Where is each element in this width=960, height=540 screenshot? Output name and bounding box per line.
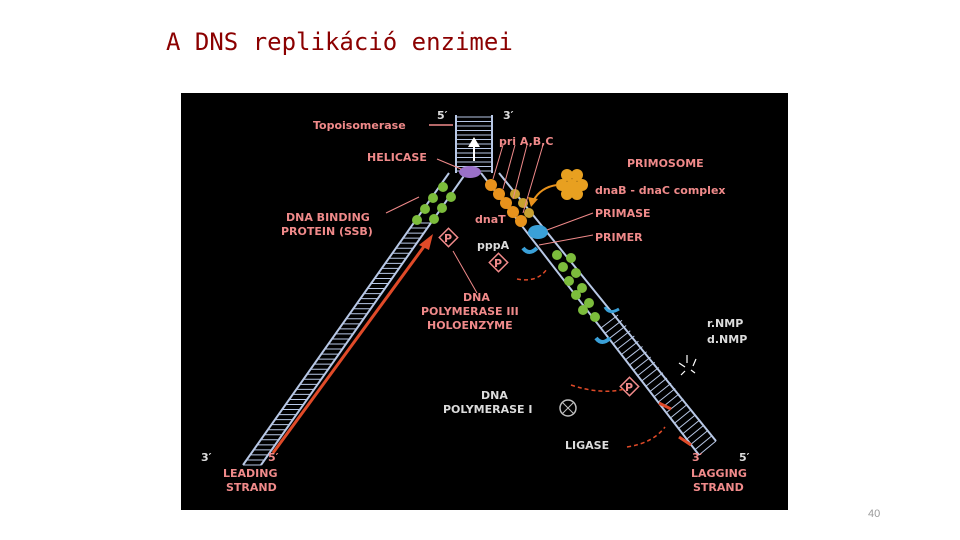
label-5prime-top: 5′ — [437, 109, 448, 122]
ssb-dot — [412, 215, 422, 225]
ssb-dot — [571, 290, 581, 300]
label-pol3-1: DNA — [463, 291, 490, 304]
pri-protein — [515, 215, 527, 227]
dnat-dot — [524, 208, 534, 218]
label-primer: PRIMER — [595, 231, 643, 244]
ssb-dot — [571, 268, 581, 278]
primer-icon — [596, 338, 610, 342]
base-pair-rung — [691, 431, 708, 445]
primer-icon — [523, 248, 537, 252]
pri-protein — [507, 206, 519, 218]
ssb-dot — [428, 193, 438, 203]
ssb-dot — [566, 253, 576, 263]
ssb-dot — [429, 214, 439, 224]
base-pair-rung — [687, 425, 704, 439]
ssb-proteins-lagging — [552, 250, 600, 322]
lagging-primer-icon — [605, 307, 619, 312]
helicase-icon — [459, 166, 481, 178]
label-pol1-2: POLYMERASE I — [443, 403, 532, 416]
primer-pointer — [539, 235, 593, 245]
ssb-pointer — [386, 197, 419, 213]
pol1-arrow — [571, 385, 625, 391]
complex-arrow — [533, 185, 557, 201]
label-p-2: P — [494, 257, 502, 270]
diagram-canvas: Topoisomerase 5′ 3′ pri A,B,C HELICASE P… — [181, 93, 788, 510]
nucleotide-burst-icon — [679, 355, 696, 375]
page-number: 40 — [868, 508, 880, 520]
label-3prime-left: 3′ — [201, 451, 212, 464]
replication-fork-diagram: Topoisomerase 5′ 3′ pri A,B,C HELICASE P… — [181, 93, 788, 510]
label-leading-2: STRAND — [226, 481, 277, 494]
ssb-dot — [558, 262, 568, 272]
label-primase: PRIMASE — [595, 207, 651, 220]
label-3prime-right: 3′ — [692, 451, 703, 464]
label-rnmp: r.NMP — [707, 317, 743, 330]
slide-title: A DNS replikáció enzimei — [166, 28, 513, 56]
dnab-dnac-complex-icon — [556, 169, 588, 200]
ssb-dot — [446, 192, 456, 202]
ssb-dot — [438, 182, 448, 192]
label-dnab-dnac: dnaB - dnaC complex — [595, 184, 726, 197]
ligase-arrow — [627, 427, 665, 447]
base-pair-rung — [650, 378, 667, 392]
label-p-1: P — [444, 232, 452, 245]
base-pair-rung — [666, 399, 683, 413]
label-ssb-1: DNA BINDING — [286, 211, 370, 224]
base-pair-rung — [670, 404, 687, 418]
ssb-dot — [578, 305, 588, 315]
label-pppa: pppA — [477, 239, 510, 252]
label-dnmp: d.NMP — [707, 333, 747, 346]
ssb-dot — [437, 203, 447, 213]
base-pair-rung — [658, 389, 675, 403]
label-dnat: dnaT — [475, 213, 506, 226]
base-pair-rung — [634, 357, 651, 370]
base-pair-rung — [675, 410, 692, 424]
arrow-head-icon — [528, 197, 538, 207]
label-ssb-2: PROTEIN (SSB) — [281, 225, 373, 238]
label-helicase: HELICASE — [367, 151, 427, 164]
base-pair-rung — [638, 362, 655, 375]
label-5prime-right: 5′ — [739, 451, 750, 464]
base-pair-rungs — [243, 223, 716, 465]
label-3prime-top: 3′ — [503, 109, 514, 122]
pol3-pointer — [453, 251, 477, 293]
label-topoisomerase: Topoisomerase — [313, 119, 406, 132]
base-pair-rung — [642, 368, 659, 381]
primase-pointer — [547, 213, 593, 230]
label-5prime-left: 5′ — [268, 451, 279, 464]
label-pri-abc: pri A,B,C — [499, 135, 553, 148]
label-p-3: P — [625, 381, 633, 394]
pol3-arrow — [517, 269, 547, 280]
primase-icon — [528, 225, 548, 239]
leading-strand-arrow — [273, 241, 428, 453]
label-pol3-3: HOLOENZYME — [427, 319, 513, 332]
label-pol3-2: POLYMERASE III — [421, 305, 519, 318]
label-lagging-1: LAGGING — [691, 467, 747, 480]
label-leading-1: LEADING — [223, 467, 278, 480]
label-lagging-2: STRAND — [693, 481, 744, 494]
label-primosome: PRIMOSOME — [627, 157, 704, 170]
base-pair-rung — [646, 373, 663, 386]
helicase-pointer — [437, 159, 461, 169]
ssb-dot — [590, 312, 600, 322]
base-pair-rung — [654, 383, 671, 397]
ssb-proteins-leading — [412, 182, 456, 225]
base-pair-rung — [683, 420, 700, 434]
label-pol1-1: DNA — [481, 389, 508, 402]
base-pair-rung — [679, 415, 696, 429]
ssb-dot — [420, 204, 430, 214]
up-arrow-icon — [468, 137, 480, 147]
ssb-dot — [564, 276, 574, 286]
ssb-dot — [552, 250, 562, 260]
base-pair-rung — [630, 352, 647, 365]
pri-protein — [485, 179, 497, 191]
label-ligase: LIGASE — [565, 439, 609, 452]
base-pair-rung — [695, 436, 712, 450]
